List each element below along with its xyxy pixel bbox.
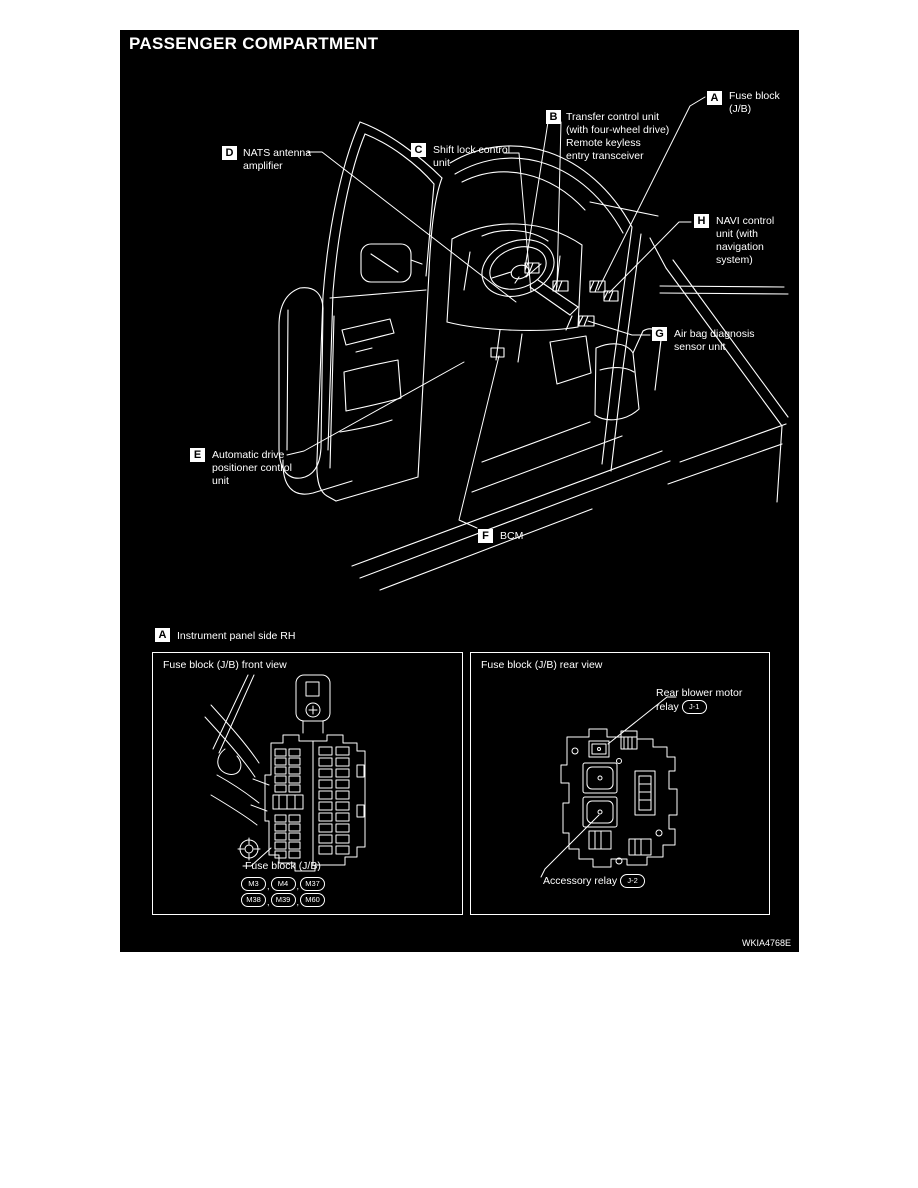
callout-e-badge: E (190, 448, 205, 462)
rear-panel-title: Fuse block (J/B) rear view (481, 659, 603, 671)
callout-a-badge: A (707, 91, 722, 105)
connector-oval: M60 (300, 893, 326, 907)
fuse-block-label: Fuse block (J/B) (245, 860, 321, 872)
fuse-block-rear-panel: Fuse block (J/B) rear view (470, 652, 770, 915)
callout-f-label: BCM (500, 530, 524, 542)
fuse-block-front-panel: Fuse block (J/B) front view (152, 652, 463, 915)
relay-code-oval: J-1 (681, 700, 707, 715)
connector-oval: M39 (270, 893, 296, 907)
connector-oval: M4 (270, 877, 296, 891)
page-title: PASSENGER COMPARTMENT (129, 34, 379, 53)
separator: , (267, 897, 270, 907)
connector-row-1: M3,M4,M37 (241, 877, 326, 891)
callout-h-label: NAVI control unit (with navigation syste… (716, 215, 775, 266)
callout-h-badge: H (694, 214, 709, 228)
connector-oval: M3 (241, 877, 266, 891)
separator: , (296, 897, 300, 907)
fuse-block-rear-illustration (540, 696, 678, 878)
callout-leader-lines (286, 96, 706, 529)
separator: , (296, 881, 300, 891)
separator: , (267, 881, 270, 891)
connector-row-2: M38,M39,M60 (241, 893, 326, 907)
figure-code: WKIA4768E (741, 938, 791, 948)
callout-b-label: Transfer control unit (with four-wheel d… (566, 111, 670, 162)
figure-canvas: PASSENGER COMPARTMENT (120, 30, 799, 952)
relay-label-text: Accessory relay (543, 875, 618, 887)
callout-d-badge: D (222, 146, 237, 160)
callout-f-badge: F (478, 529, 493, 543)
detail-header-label: Instrument panel side RH (177, 630, 296, 642)
car-interior-illustration (278, 96, 789, 591)
relay-label-text: Rear blower motor relay (656, 687, 743, 713)
connector-oval: M37 (300, 877, 326, 891)
callout-d-label: NATS antenna amplifier (243, 147, 312, 172)
callout-c-label: Shift lock control unit (433, 144, 511, 169)
callout-g-badge: G (652, 327, 667, 341)
callout-a-label: Fuse block (J/B) (729, 90, 780, 115)
front-panel-title: Fuse block (J/B) front view (163, 659, 287, 671)
callout-e-label: Automatic drive positioner control unit (212, 449, 292, 487)
callout-b-badge: B (546, 110, 561, 124)
detail-header-badge: A (155, 628, 170, 642)
fuse-block-front-illustration (204, 674, 366, 872)
callout-c-badge: C (411, 143, 426, 157)
relay-code-oval: J-2 (620, 874, 646, 889)
callout-g-label: Air bag diagnosis sensor unit (674, 328, 755, 353)
connector-oval: M38 (241, 893, 266, 907)
